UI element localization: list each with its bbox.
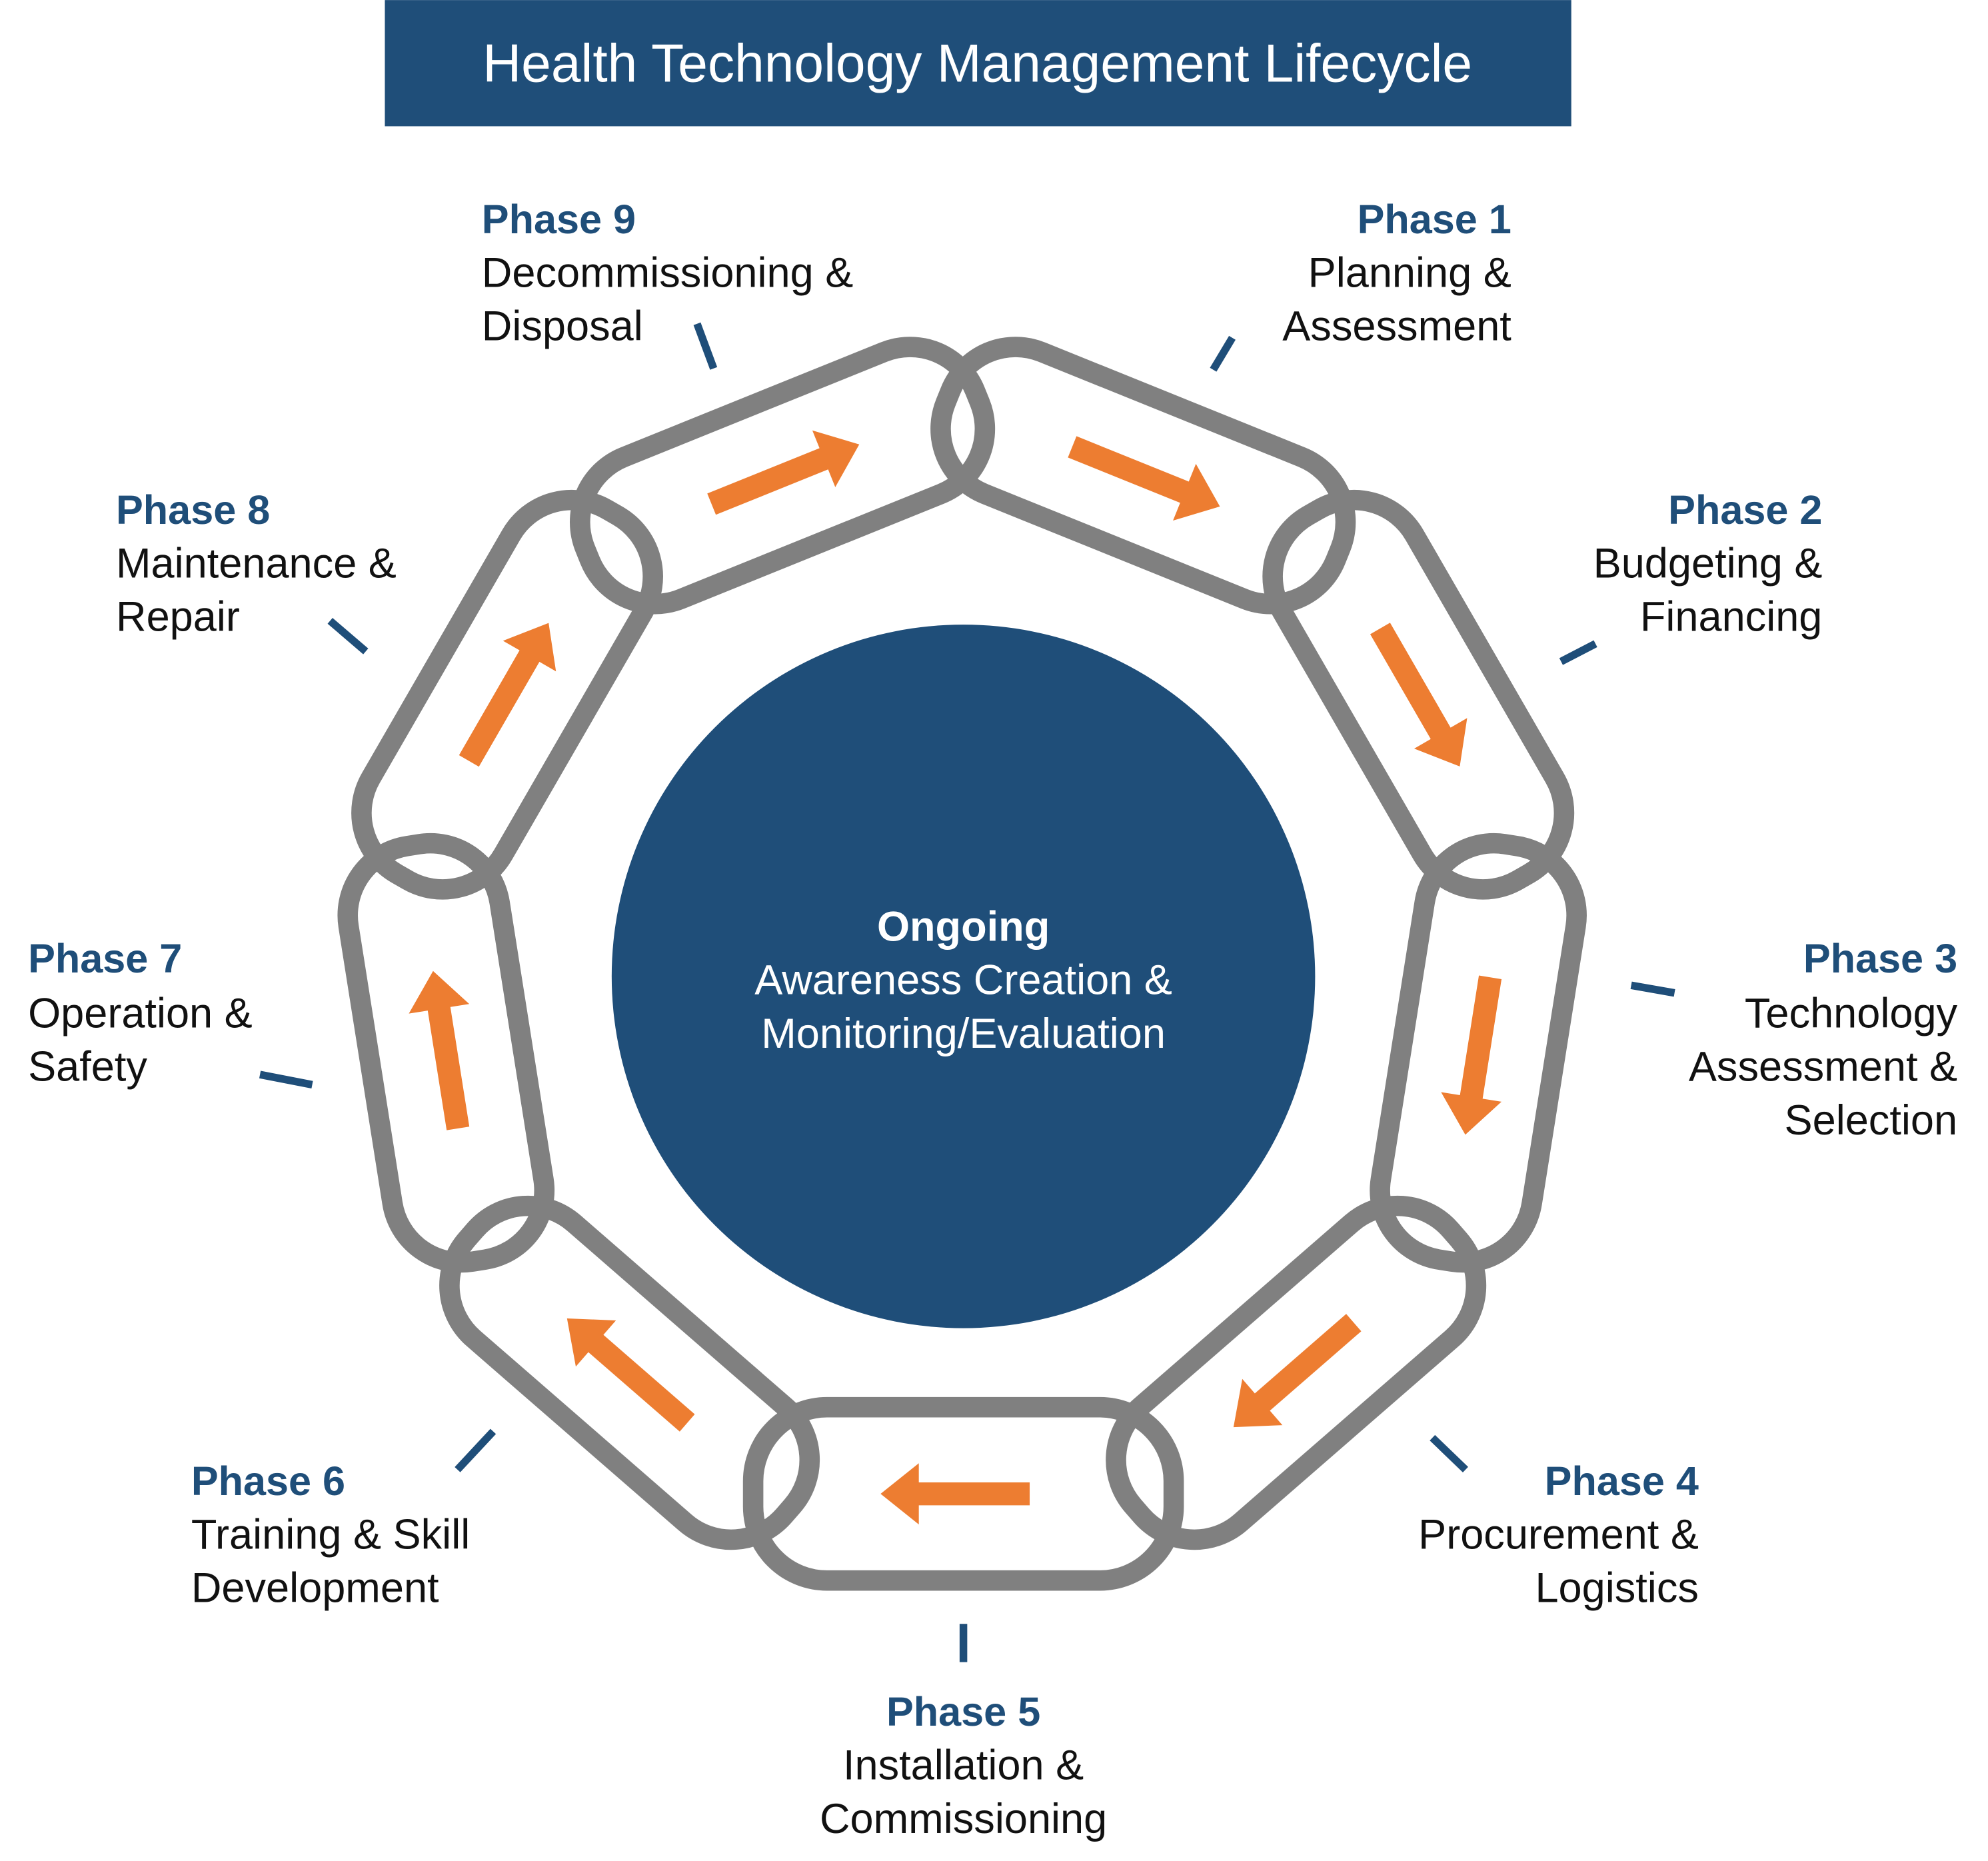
center-line-1: Awareness Creation & — [754, 957, 1172, 1004]
arrow-icon — [1233, 1314, 1362, 1428]
chain-link-phase-8 — [351, 489, 663, 900]
chain-link-phase-3 — [1370, 833, 1587, 1273]
phase-desc-line: Development — [191, 1565, 439, 1612]
chain-link-phase-5 — [742, 1396, 1184, 1591]
chain-link-phase-2 — [1262, 489, 1575, 900]
phase-label-6: Phase 6 Training & Skill Development — [191, 1458, 470, 1612]
phase-desc-line: Assessment & — [1689, 1044, 1957, 1090]
chain-ring — [337, 337, 1587, 1591]
phase-title: Phase 7 — [28, 936, 182, 981]
phase-title: Phase 6 — [191, 1458, 345, 1504]
tick-phase-3 — [1630, 981, 1675, 997]
arrow-icon — [1068, 436, 1220, 521]
chain-link-phase-1 — [930, 337, 1356, 615]
arrow-icon — [566, 1318, 695, 1432]
phase-desc-line: Commissioning — [820, 1796, 1107, 1842]
phase-desc-line: Repair — [116, 594, 240, 641]
phase-title: Phase 1 — [1358, 197, 1511, 242]
phase-desc-line: Training & Skill — [191, 1511, 470, 1558]
tick-phase-6 — [455, 1428, 497, 1472]
phase-desc-line: Logistics — [1535, 1565, 1698, 1612]
phase-label-3: Phase 3 Technology Assessment & Selectio… — [1689, 936, 1958, 1144]
page-title: Health Technology Management Lifecycle — [483, 33, 1472, 93]
phase-label-5: Phase 5 Installation & Commissioning — [820, 1689, 1107, 1842]
arrow-icon — [459, 623, 556, 767]
center-heading: Ongoing — [877, 903, 1050, 950]
phase-desc-line: Safety — [28, 1044, 147, 1090]
arrow-icon — [880, 1463, 1030, 1525]
phase-desc-line: Procurement & — [1418, 1511, 1699, 1558]
phase-title: Phase 4 — [1545, 1458, 1699, 1504]
phase-desc-line: Operation & — [28, 990, 253, 1036]
phase-title: Phase 3 — [1803, 936, 1957, 981]
phase-desc-line: Selection — [1785, 1097, 1958, 1144]
center-line-2: Monitoring/Evaluation — [761, 1010, 1166, 1057]
tick-phase-1 — [1210, 335, 1236, 372]
phase-title: Phase 9 — [482, 197, 636, 242]
tick-phase-2 — [1559, 640, 1597, 665]
connector-ticks — [259, 322, 1675, 1662]
phase-title: Phase 8 — [116, 487, 270, 533]
phase-desc-line: Assessment — [1282, 303, 1511, 350]
phase-desc-line: Installation & — [843, 1742, 1084, 1789]
title-banner: Health Technology Management Lifecycle — [385, 0, 1571, 127]
arrow-icon — [707, 430, 860, 515]
phase-label-7: Phase 7 Operation & Safety — [28, 936, 253, 1090]
chain-link-phase-6 — [439, 1195, 820, 1550]
phase-label-8: Phase 8 Maintenance & Repair — [116, 487, 397, 641]
chain-link-phase-9 — [570, 337, 996, 615]
arrow-icon — [1441, 975, 1502, 1135]
tick-phase-8 — [327, 617, 369, 655]
chain-link-phase-4 — [1106, 1195, 1487, 1550]
arrow-icon — [409, 970, 470, 1130]
phase-label-4: Phase 4 Procurement & Logistics — [1418, 1458, 1699, 1612]
phase-desc-line: Planning & — [1308, 249, 1511, 296]
phase-title: Phase 2 — [1668, 487, 1822, 533]
phase-label-9: Phase 9 Decommissioning & Disposal — [482, 197, 854, 350]
tick-phase-9 — [693, 322, 718, 370]
tick-phase-7 — [259, 1070, 313, 1089]
phase-label-1: Phase 1 Planning & Assessment — [1282, 197, 1511, 350]
phase-desc-line: Financing — [1640, 594, 1823, 641]
phase-desc-line: Technology — [1745, 990, 1958, 1036]
phase-desc-line: Maintenance & — [116, 540, 397, 587]
phase-label-2: Phase 2 Budgeting & Financing — [1593, 487, 1823, 641]
title-background — [385, 0, 1571, 127]
phase-title: Phase 5 — [886, 1689, 1040, 1734]
phase-desc-line: Decommissioning & — [482, 249, 854, 296]
phase-desc-line: Disposal — [482, 303, 643, 350]
phase-desc-line: Budgeting & — [1593, 540, 1823, 587]
arrow-icon — [1370, 623, 1468, 767]
center-circle — [611, 625, 1316, 1328]
center-hub: Ongoing Awareness Creation & Monitoring/… — [611, 625, 1316, 1328]
tick-phase-4 — [1430, 1434, 1468, 1472]
chain-link-phase-7 — [337, 833, 555, 1273]
